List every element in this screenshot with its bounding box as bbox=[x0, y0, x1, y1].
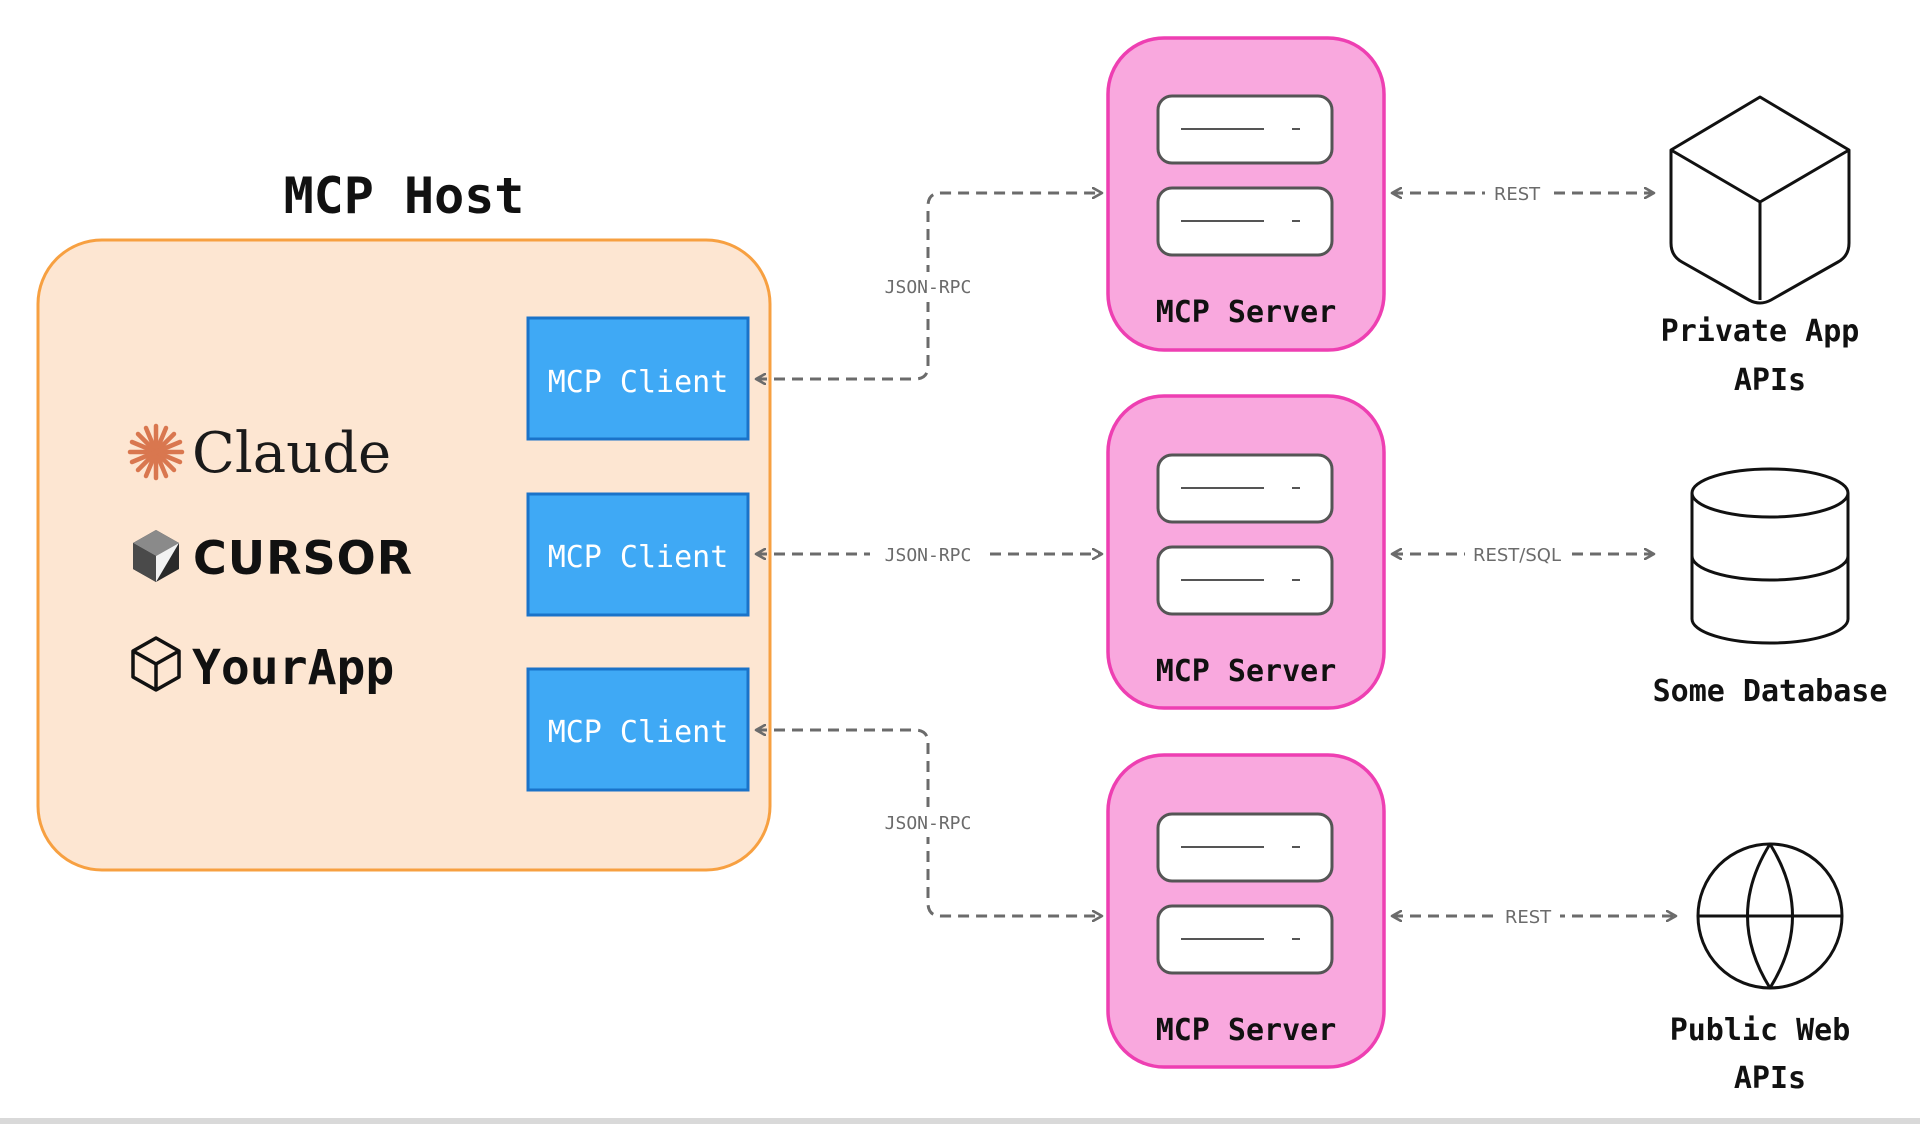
protocol-label-rest-1: REST bbox=[1494, 184, 1541, 205]
resource-label-private-api: Private App bbox=[1661, 314, 1860, 349]
mcp-server-label-2: MCP Server bbox=[1156, 654, 1337, 689]
app-label-claude: Claude bbox=[192, 421, 391, 486]
database-cylinder-icon bbox=[1690, 467, 1850, 645]
globe-icon bbox=[1696, 842, 1844, 990]
resource-label-database: Some Database bbox=[1653, 674, 1888, 709]
mcp-client-box-3 bbox=[526, 667, 750, 792]
app-label-cursor: CURSOR bbox=[193, 531, 413, 585]
mcp-client-box-1 bbox=[526, 316, 750, 441]
mcp-server-label-3: MCP Server bbox=[1156, 1013, 1337, 1048]
app-label-yourapp: YourApp bbox=[192, 640, 394, 696]
protocol-label-rest-sql: REST/SQL bbox=[1473, 545, 1561, 566]
protocol-label-rest-2: REST bbox=[1505, 907, 1552, 928]
cursor-cube-icon bbox=[133, 530, 179, 582]
mcp-client-label-3: MCP Client bbox=[548, 715, 729, 750]
mcp-client-label-1: MCP Client bbox=[548, 365, 729, 400]
claude-asterisk-icon bbox=[127, 423, 185, 481]
mcp-client-box-2 bbox=[526, 492, 750, 617]
protocol-label-jsonrpc-2: JSON-RPC bbox=[885, 545, 972, 566]
mcp-client-label-2: MCP Client bbox=[548, 540, 729, 575]
protocol-label-jsonrpc-1: JSON-RPC bbox=[885, 277, 972, 298]
cube-outline-icon bbox=[131, 636, 181, 692]
host-title: MCP Host bbox=[284, 167, 525, 225]
resource-label-web-api-line2: APIs bbox=[1734, 1061, 1806, 1096]
bottom-border bbox=[0, 1118, 1920, 1124]
server-rack-icon bbox=[1156, 453, 1334, 616]
server-rack-icon bbox=[1156, 812, 1334, 975]
server-rack-icon bbox=[1156, 94, 1334, 257]
resource-label-web-api: Public Web bbox=[1670, 1013, 1851, 1048]
protocol-label-jsonrpc-3: JSON-RPC bbox=[885, 813, 972, 834]
cube-icon bbox=[1669, 95, 1851, 305]
resource-label-private-api-line2: APIs bbox=[1734, 363, 1806, 398]
mcp-server-label-1: MCP Server bbox=[1156, 295, 1337, 330]
